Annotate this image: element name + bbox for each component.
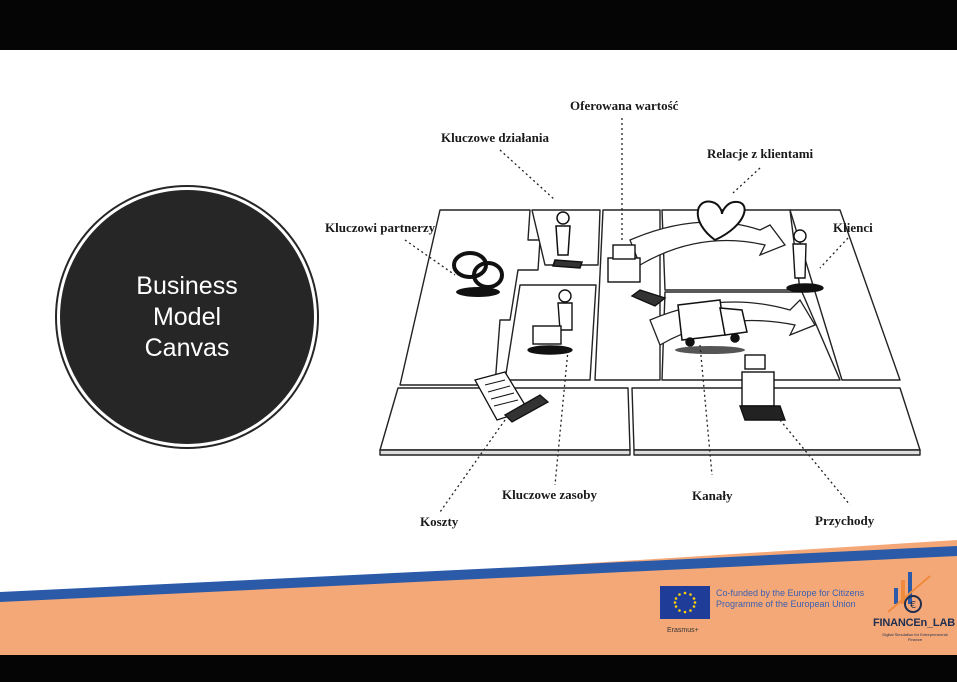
title-line: Canvas xyxy=(144,333,230,362)
label-customer-relationships: Relacje z klientami xyxy=(707,146,814,161)
customer-segments-block xyxy=(789,209,901,381)
rings-icon xyxy=(452,251,504,297)
title-line: Business xyxy=(136,271,238,300)
svg-text:€: € xyxy=(910,600,916,611)
worker-icon xyxy=(551,211,584,269)
heart-icon xyxy=(696,200,746,242)
logo-tagline: Digital Simulation for Entrepreneurial F… xyxy=(882,632,948,642)
label-key-resources: Kluczowe zasoby xyxy=(502,487,597,502)
label-revenue-streams: Przychody xyxy=(815,513,875,528)
cash-register-icon xyxy=(739,354,786,421)
customer-icon xyxy=(786,229,824,293)
label-key-partners: Kluczowi partnerzy xyxy=(325,220,436,235)
erasmus-caption: Erasmus+ xyxy=(667,627,699,634)
logo-name: FINANCEn_LAB xyxy=(873,617,955,629)
bottom-letterbox-bar xyxy=(0,655,957,682)
top-letterbox-bar xyxy=(0,0,957,50)
label-customer-segments: Klienci xyxy=(833,220,873,235)
title-circle: Business Model Canvas xyxy=(60,190,314,444)
eu-flag-icon xyxy=(660,586,710,619)
truck-icon xyxy=(675,299,748,354)
label-value-proposition: Oferowana wartość xyxy=(570,98,679,113)
label-key-activities: Kluczowe działania xyxy=(441,130,549,145)
title-line: Model xyxy=(152,302,222,331)
key-partners-block xyxy=(399,209,541,386)
financen-lab-logo-icon: € xyxy=(887,572,931,613)
cofunded-text: Co-funded by the Europe for Citizens Pro… xyxy=(716,588,865,609)
business-model-canvas-illustration xyxy=(379,118,921,513)
slide-title: Business Model Canvas xyxy=(117,271,257,364)
blue-stripe xyxy=(0,546,957,602)
person-resources-icon xyxy=(527,289,573,355)
gift-icon xyxy=(607,244,667,307)
label-channels: Kanały xyxy=(692,488,733,503)
orange-band xyxy=(0,540,957,655)
footer-band xyxy=(0,540,957,655)
document-icon xyxy=(474,371,550,423)
label-cost-structure: Koszty xyxy=(420,514,459,529)
